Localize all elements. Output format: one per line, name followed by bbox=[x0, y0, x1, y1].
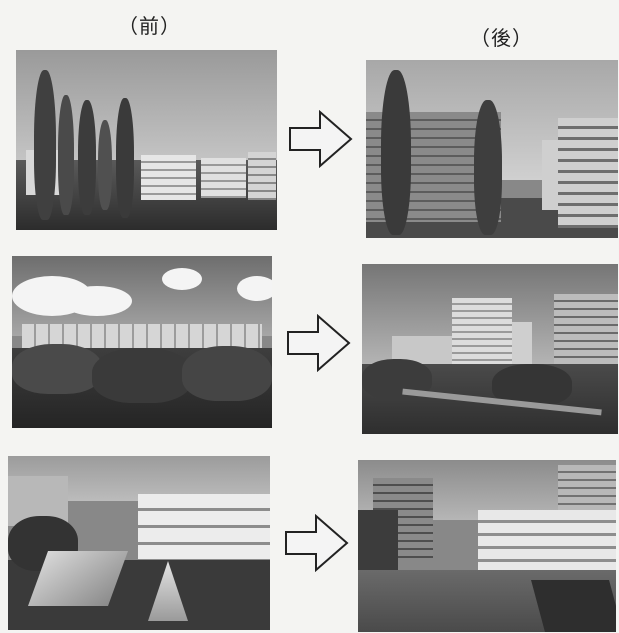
arrow-right-icon bbox=[289, 110, 353, 168]
arrow-right-icon bbox=[285, 514, 349, 572]
before-photo-row2 bbox=[12, 256, 272, 428]
after-photo-row3 bbox=[358, 460, 616, 632]
before-photo-row3 bbox=[8, 456, 270, 630]
after-photo-row2 bbox=[362, 264, 618, 434]
before-label: （前） bbox=[118, 14, 181, 38]
before-photo-row1 bbox=[16, 50, 277, 230]
after-photo-row1 bbox=[366, 60, 618, 238]
arrow-right-icon bbox=[287, 314, 351, 372]
after-label: （後） bbox=[470, 26, 533, 50]
